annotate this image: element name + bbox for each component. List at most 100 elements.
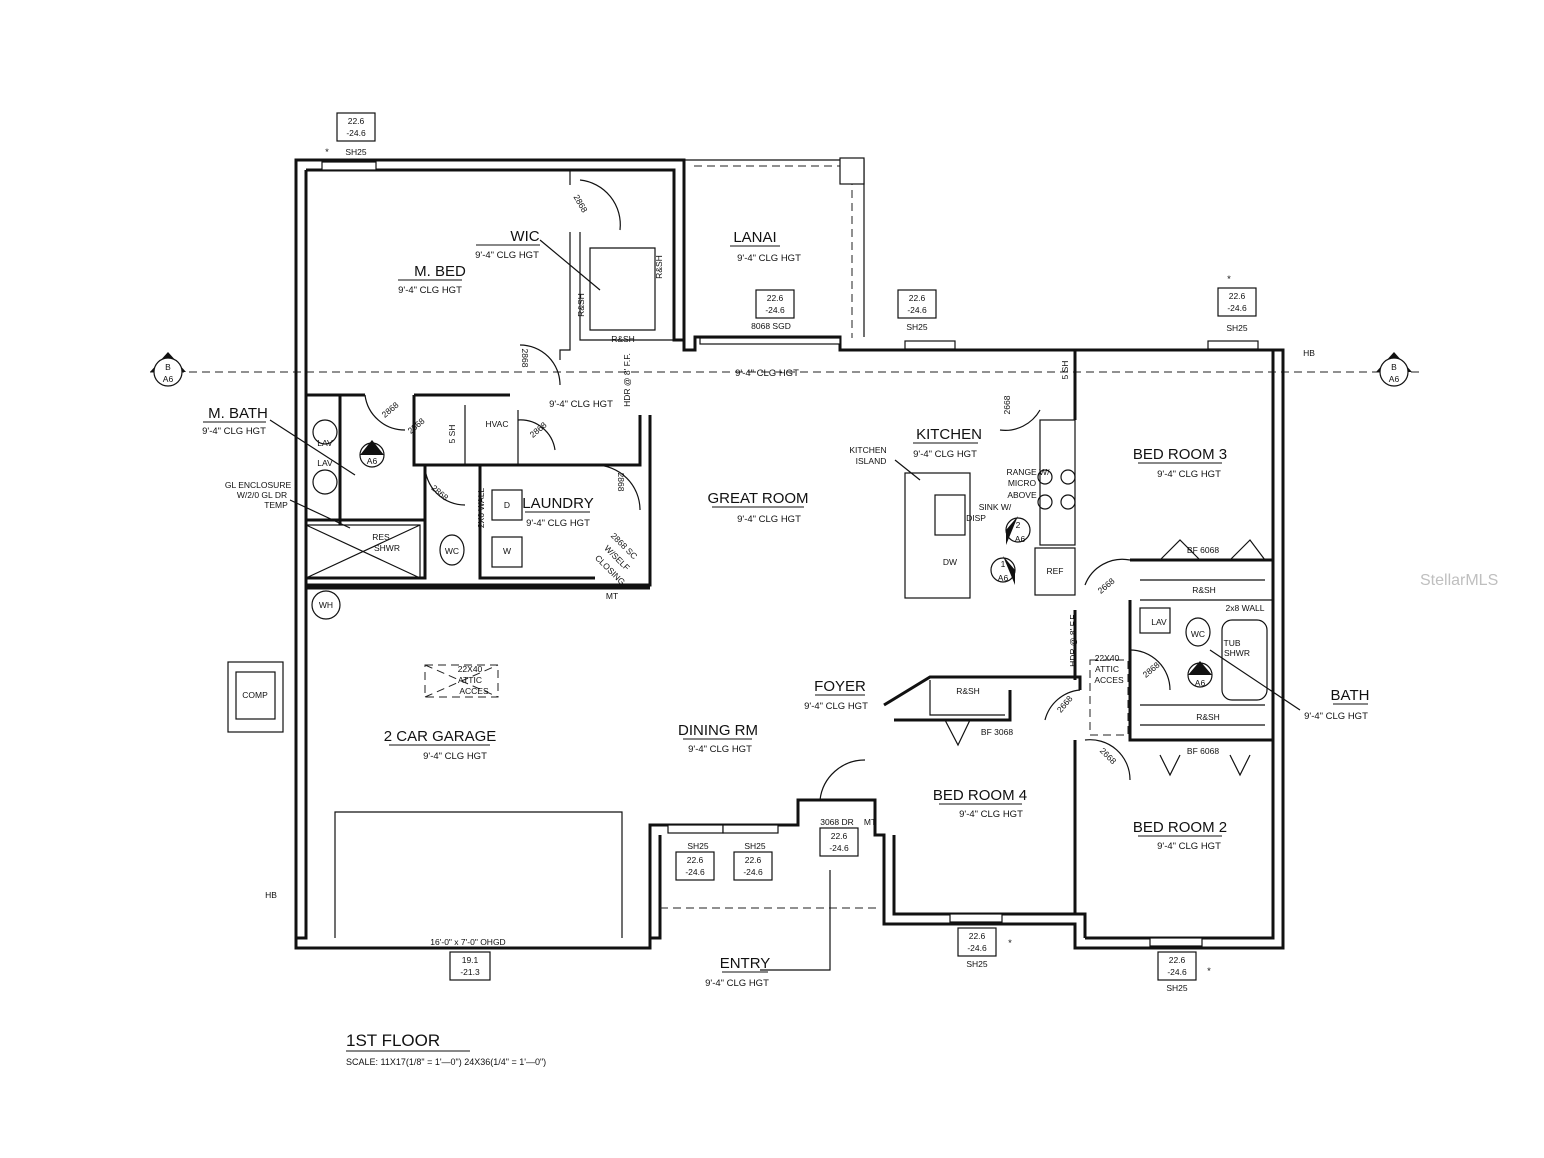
wc-label: WC (445, 546, 459, 556)
shelf-label: 5 SH (1060, 361, 1070, 380)
detail-number: 2 (1016, 520, 1021, 530)
tag-garage-bottom: -21.3 (460, 967, 480, 977)
room-name-great-room: GREAT ROOM (707, 490, 808, 507)
asterisk-markers: * * * * (325, 147, 1231, 977)
svg-text:*: * (1227, 274, 1231, 285)
room-name-foyer: FOYER (814, 678, 866, 695)
room-name-lanai: LANAI (733, 229, 776, 246)
wall-2x8-label: 2x8 WALL (1226, 603, 1265, 613)
svg-text:*: * (1207, 966, 1211, 977)
bifold-label: BF 3068 (981, 727, 1013, 737)
door-label: 2668 (1096, 576, 1117, 596)
door-label: 2868 (380, 400, 401, 420)
room-clg-bed2: 9'-4" CLG HGT (1157, 841, 1221, 852)
dryer-label: D (504, 500, 510, 510)
door-label: 2868 (520, 349, 530, 368)
room-clg-dining: 9'-4" CLG HGT (688, 744, 752, 755)
tag-bottom: -24.6 (346, 128, 366, 138)
room-name-bath: BATH (1331, 687, 1370, 704)
tag-top: 22.6 (969, 931, 986, 941)
room-name-m-bed: M. BED (414, 263, 466, 280)
room-name-entry: ENTRY (720, 955, 771, 972)
attic-label: ATTIC (458, 675, 482, 685)
sgd-label: 8068 SGD (751, 321, 791, 331)
range-label: ABOVE (1007, 490, 1037, 500)
lav-label: LAV (317, 458, 333, 468)
interior-walls (227, 170, 1273, 938)
rsh-label: R&SH (1196, 712, 1220, 722)
tag-top: 22.6 (767, 293, 784, 303)
rsh-label: R&SH (611, 334, 635, 344)
comp-label: COMP (242, 690, 268, 700)
room-clg-m-bath: 9'-4" CLG HGT (202, 426, 266, 437)
tag-garage-top: 19.1 (462, 955, 479, 965)
tag-bottom: -24.6 (685, 867, 705, 877)
detail-sheet: A6 (1195, 678, 1206, 688)
gl-enclosure-label: W/2/0 GL DR (237, 490, 287, 500)
section-letter: B (1391, 362, 1397, 372)
room-clg-hall: 9'-4" CLG HGT (549, 399, 613, 410)
tag-type: SH25 (687, 841, 709, 851)
door-label: 2868 (429, 483, 450, 503)
mt-label: MT (864, 817, 876, 827)
room-name-kitchen: KITCHEN (916, 426, 982, 443)
rsh-label: R&SH (576, 293, 586, 317)
gl-enclosure-label: GL ENCLOSURE (225, 480, 292, 490)
hose-bib-label: HB (265, 890, 277, 900)
header-label: HDR @ 8' F.F. (1068, 613, 1078, 667)
hvac-label: HVAC (486, 419, 509, 429)
detail-number: 1 (1001, 559, 1006, 569)
kitchen-island-label: KITCHEN (849, 445, 886, 455)
ref-label: REF (1047, 566, 1064, 576)
room-name-laundry: LAUNDRY (522, 495, 593, 512)
svg-text:*: * (1008, 938, 1012, 949)
tag-type: SH25 (744, 841, 766, 851)
room-clg-lanai: 9'-4" CLG HGT (737, 253, 801, 264)
room-clg-foyer: 9'-4" CLG HGT (804, 701, 868, 712)
door-label: 2868 (616, 473, 626, 492)
room-name-dining: DINING RM (678, 722, 758, 739)
door-label: 2868 (528, 420, 549, 440)
window-tags (336, 112, 1257, 981)
detail-sheet: A6 (998, 573, 1009, 583)
tub-label: SHWR (1224, 648, 1250, 658)
mt-label: MT (606, 591, 618, 601)
door-label: 2868 (406, 416, 427, 436)
washer-label: W (503, 546, 511, 556)
bifold-label: BF 6068 (1187, 746, 1219, 756)
tag-bottom: -24.6 (907, 305, 927, 315)
tag-bottom: -24.6 (829, 843, 849, 853)
leader-lines (269, 239, 1301, 971)
lav-label: LAV (317, 438, 333, 448)
tag-bottom: -24.6 (743, 867, 763, 877)
section-sheet: A6 (163, 374, 174, 384)
tag-type: SH25 (966, 959, 988, 969)
tag-bottom: -24.6 (1227, 303, 1247, 313)
detail-number: 4 (1198, 665, 1203, 675)
wh-label: WH (319, 600, 333, 610)
attic-label: ACCES (459, 686, 489, 696)
res-shwr-label: SHWR (374, 543, 400, 553)
room-clg-entry: 9'-4" CLG HGT (705, 978, 769, 989)
rsh-label: R&SH (654, 255, 664, 279)
bifold-label: BF 6068 (1187, 545, 1219, 555)
rsh-label: R&SH (1192, 585, 1216, 595)
room-clg-m-bed: 9'-4" CLG HGT (398, 285, 462, 296)
door-label: 2668 (1055, 693, 1075, 714)
tub-label: TUB (1224, 638, 1241, 648)
room-clg-bed3: 9'-4" CLG HGT (1157, 469, 1221, 480)
detail-sheet: A6 (367, 456, 378, 466)
tag-top: 22.6 (909, 293, 926, 303)
range-label: MICRO (1008, 478, 1037, 488)
room-name-bed2: BED ROOM 2 (1133, 819, 1227, 836)
tag-top: 22.6 (831, 831, 848, 841)
detail-number: 3 (370, 444, 375, 454)
door-swings (364, 179, 1266, 801)
room-clg-laundry: 9'-4" CLG HGT (526, 518, 590, 529)
kitchen-island-label: ISLAND (856, 456, 887, 466)
tag-top: 22.6 (687, 855, 704, 865)
sink-label: DISP (966, 513, 986, 523)
tag-bottom: -24.6 (765, 305, 785, 315)
drawing-scale: SCALE: 11X17(1/8" = 1'—0") 24X36(1/4" = … (346, 1057, 546, 1067)
